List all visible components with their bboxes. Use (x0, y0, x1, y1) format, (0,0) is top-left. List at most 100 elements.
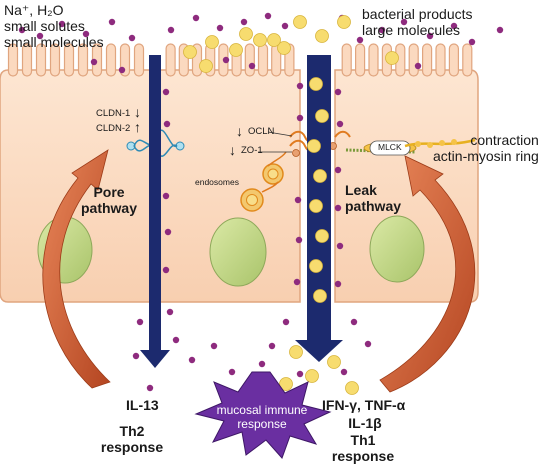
solute-particle (167, 26, 175, 34)
microvillus (341, 43, 352, 77)
large-molecule (309, 77, 323, 91)
solute-particle (188, 356, 196, 364)
endosome-vesicles (240, 151, 287, 212)
microvillus (77, 43, 89, 77)
nucleus-3 (369, 215, 425, 283)
solute-particle (82, 30, 90, 38)
microvillus (257, 43, 269, 77)
solute-particle (216, 24, 224, 32)
solute-particle (334, 204, 342, 212)
mlck-label: MLCK (378, 142, 402, 152)
solute-particle (166, 308, 174, 316)
small-solutes-label: Na⁺, H₂O small solutes small molecules (4, 2, 104, 51)
large-molecule (327, 355, 341, 369)
solute-particle (268, 342, 276, 350)
th2-response-label: Th2 response (100, 423, 164, 456)
solute-particle (164, 228, 172, 236)
solute-particle (210, 342, 218, 350)
microvillus (408, 43, 419, 77)
solute-particle (222, 56, 230, 64)
large-molecule (279, 377, 293, 391)
large-molecule (267, 33, 281, 47)
nucleus-2 (209, 217, 267, 287)
large-molecule (293, 15, 307, 29)
il1b-label: IL-1β (348, 415, 382, 431)
label-leaders (258, 131, 293, 153)
solute-particle (356, 36, 364, 44)
small-solute-particles (18, 12, 504, 392)
solute-particle (162, 266, 170, 274)
solute-particle (18, 26, 26, 34)
large-molecule (315, 109, 329, 123)
cldn2-label: CLDN-2 (96, 123, 131, 134)
solute-particle (248, 62, 256, 70)
microvillus (368, 43, 379, 77)
ifn-tnf-label: IFN-γ, TNF-α (322, 397, 406, 413)
zo1-label: ZO-1 (241, 145, 263, 156)
solute-particle (58, 20, 66, 28)
solute-particle (36, 32, 44, 40)
contraction-label: contraction actin-myosin ring (433, 132, 539, 165)
leak-pathway-label: Leak pathway (345, 182, 402, 215)
large-molecule (289, 345, 303, 359)
cldn1-down-arrow: ↓ (134, 104, 141, 120)
solute-particle (296, 370, 304, 378)
large-molecule-particles (183, 15, 399, 395)
solute-particle (228, 368, 236, 376)
solute-particle (336, 120, 344, 128)
pore-pathway-label: Pore pathway (80, 184, 137, 217)
large-molecule (305, 369, 319, 383)
solute-particle (364, 340, 372, 348)
large-molecule (277, 41, 291, 55)
solute-particle (163, 120, 171, 128)
microvillus (244, 43, 255, 77)
large-molecule (205, 35, 219, 49)
th2-curved-arrow (42, 149, 111, 389)
solute-particle (162, 192, 170, 200)
microvillus (35, 43, 47, 77)
large-molecule (313, 289, 327, 303)
microvillus (133, 43, 145, 77)
large-molecule (345, 381, 359, 395)
solute-particle (293, 278, 301, 286)
solute-particle (496, 26, 504, 34)
solute-particle (128, 34, 136, 42)
microvillus (7, 43, 19, 77)
solute-particle (264, 12, 272, 20)
solute-particle (296, 82, 304, 90)
microvillus (435, 43, 446, 77)
large-molecule (337, 15, 351, 29)
endosomes-label: endosomes (195, 177, 239, 187)
large-molecule (183, 45, 197, 59)
solute-particle (258, 360, 266, 368)
solute-particle (132, 352, 140, 360)
solute-particle (294, 196, 302, 204)
microvillus (49, 43, 61, 77)
microvillus (355, 43, 366, 77)
solute-particle (334, 88, 342, 96)
solute-particle (296, 114, 304, 122)
large-molecule (253, 33, 267, 47)
large-molecule (313, 169, 327, 183)
large-molecule (309, 259, 323, 273)
ocln-down-arrow: ↓ (236, 123, 243, 139)
microvillus (105, 43, 117, 77)
solute-particle (334, 280, 342, 288)
solute-particle (118, 66, 126, 74)
cldn2-up-arrow: ↑ (134, 119, 141, 135)
solute-particle (336, 242, 344, 250)
th1-response-label: Th1 response (331, 432, 395, 465)
pore-pathway-arrow (140, 55, 170, 368)
solute-particle (350, 318, 358, 326)
microvillus (462, 43, 473, 77)
solute-particle (136, 318, 144, 326)
microvillus (422, 43, 433, 77)
solute-particle (378, 26, 386, 34)
microvillus (63, 43, 75, 77)
solute-particle (162, 88, 170, 96)
solute-particle (282, 318, 290, 326)
bacterial-products-label: bacterial products large molecules (362, 6, 473, 39)
solute-particle (340, 368, 348, 376)
